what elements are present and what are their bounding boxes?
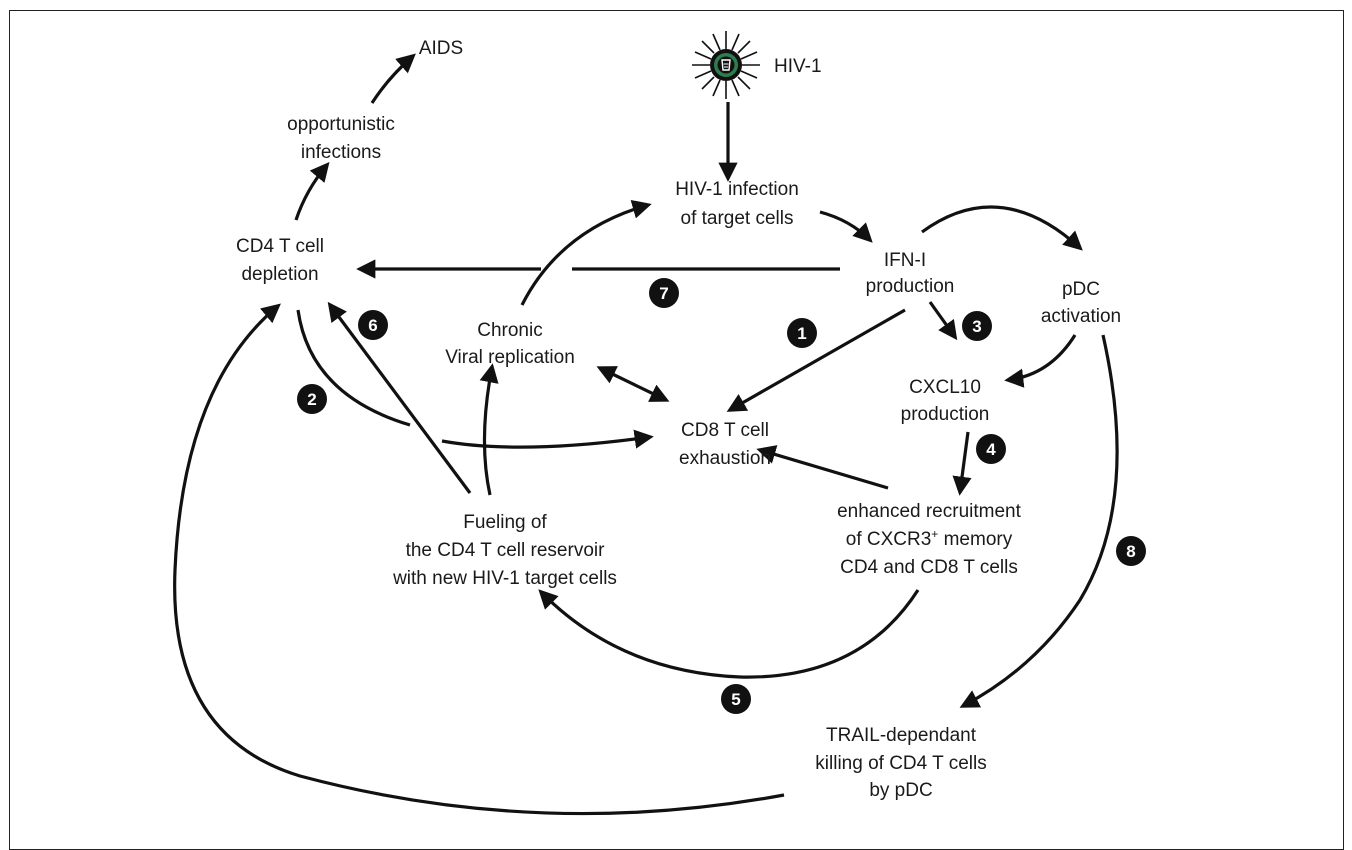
- step-badges: 1 2 3 4 5 6 7: [297, 278, 1146, 714]
- arrow-fueling-to-depletion: [327, 301, 472, 494]
- arrow-recruitment-to-cd8: [756, 445, 889, 490]
- node-fueling-line1: Fueling of: [463, 512, 547, 533]
- node-cxcl10-line2: production: [901, 404, 990, 425]
- arrows: [173, 53, 1119, 816]
- node-recruitment-line1: enhanced recruitment: [837, 501, 1021, 522]
- node-aids: AIDS: [419, 38, 463, 59]
- arrow-ifn-to-cd8: [726, 308, 906, 412]
- node-fueling-line3: with new HIV-1 target cells: [392, 568, 617, 589]
- node-chronic-line2: Viral replication: [445, 347, 575, 368]
- step-badge-7: 7: [649, 278, 679, 308]
- node-recruitment-line3: CD4 and CD8 T cells: [840, 557, 1018, 578]
- step-badge-6: 6: [358, 310, 388, 340]
- node-recruitment-line2: of CXCR3+ memory: [846, 527, 1013, 550]
- node-pdc-activation-line2: activation: [1041, 306, 1121, 327]
- arrow-pdc-to-trail: [959, 334, 1119, 708]
- arrow-opportunistic-to-aids: [370, 53, 416, 104]
- node-trail-line2: killing of CD4 T cells: [815, 753, 986, 774]
- arrow-trail-to-depletion: [173, 303, 785, 816]
- node-cxcl10-line1: CXCL10: [909, 377, 981, 398]
- step-badge-1: 1: [787, 318, 817, 348]
- step-badge-2: 2: [297, 384, 327, 414]
- step-badge-4-label: 4: [986, 440, 996, 459]
- recruitment-line2-pre: of CXCR3: [846, 529, 932, 550]
- step-badge-8-label: 8: [1126, 542, 1135, 561]
- arrow-pdc-to-cxcl10: [1004, 334, 1077, 388]
- step-badge-4: 4: [976, 434, 1006, 464]
- node-fueling-line2: the CD4 T cell reservoir: [406, 540, 606, 561]
- arrow-depletion-to-cd8-2b: [441, 429, 654, 449]
- node-trail-line3: by pDC: [869, 780, 932, 801]
- node-ifn-line1: IFN-I: [884, 250, 926, 271]
- arrow-depletion-to-opportunistic: [294, 162, 330, 221]
- hiv-virus-icon: [692, 31, 760, 99]
- node-cd8-exhaustion-line2: exhaustion: [679, 448, 771, 469]
- arrow-infection-to-ifn: [819, 210, 873, 243]
- step-badge-3-label: 3: [972, 317, 981, 336]
- node-trail-line1: TRAIL-dependant: [826, 725, 977, 746]
- step-badge-3: 3: [962, 311, 992, 341]
- step-badge-6-label: 6: [368, 316, 377, 335]
- arrow-ifn-to-cxcl10: [928, 301, 958, 341]
- node-hiv-infection-line1: HIV-1 infection: [675, 179, 799, 200]
- step-badge-7-label: 7: [659, 284, 668, 303]
- arrow-ifn-to-pdc: [921, 205, 1083, 251]
- arrow-recruitment-to-fueling: [538, 589, 920, 679]
- step-badge-2-label: 2: [307, 390, 316, 409]
- node-labels: AIDS HIV-1 opportunistic infections HIV-…: [236, 38, 1121, 801]
- arrow-depletion-to-cd8-2a: [296, 309, 411, 427]
- node-cd4-depletion-line2: depletion: [241, 264, 318, 285]
- node-opportunistic-infections-line1: opportunistic: [287, 114, 395, 135]
- step-badge-8: 8: [1116, 536, 1146, 566]
- node-cd8-exhaustion-line1: CD8 T cell: [681, 420, 769, 441]
- step-badge-5: 5: [721, 684, 751, 714]
- recruitment-line2-post: memory: [938, 529, 1012, 550]
- arrow-chronic-to-infection: [520, 199, 652, 306]
- arrow-chronic-cd8-bidirectional: [596, 366, 670, 402]
- node-ifn-line2: production: [866, 276, 955, 297]
- node-cd4-depletion-line1: CD4 T cell: [236, 236, 324, 257]
- arrow-cxcl10-to-recruitment: [952, 431, 972, 496]
- node-hiv-infection-line2: of target cells: [681, 208, 794, 229]
- arrow-fueling-to-chronic: [479, 363, 499, 496]
- step-badge-5-label: 5: [731, 690, 740, 709]
- node-opportunistic-infections-line2: infections: [301, 142, 381, 163]
- node-hiv1: HIV-1: [774, 56, 822, 77]
- node-chronic-line1: Chronic: [477, 320, 542, 341]
- node-pdc-activation-line1: pDC: [1062, 279, 1100, 300]
- recruitment-superscript: +: [931, 527, 938, 541]
- step-badge-1-label: 1: [797, 324, 806, 343]
